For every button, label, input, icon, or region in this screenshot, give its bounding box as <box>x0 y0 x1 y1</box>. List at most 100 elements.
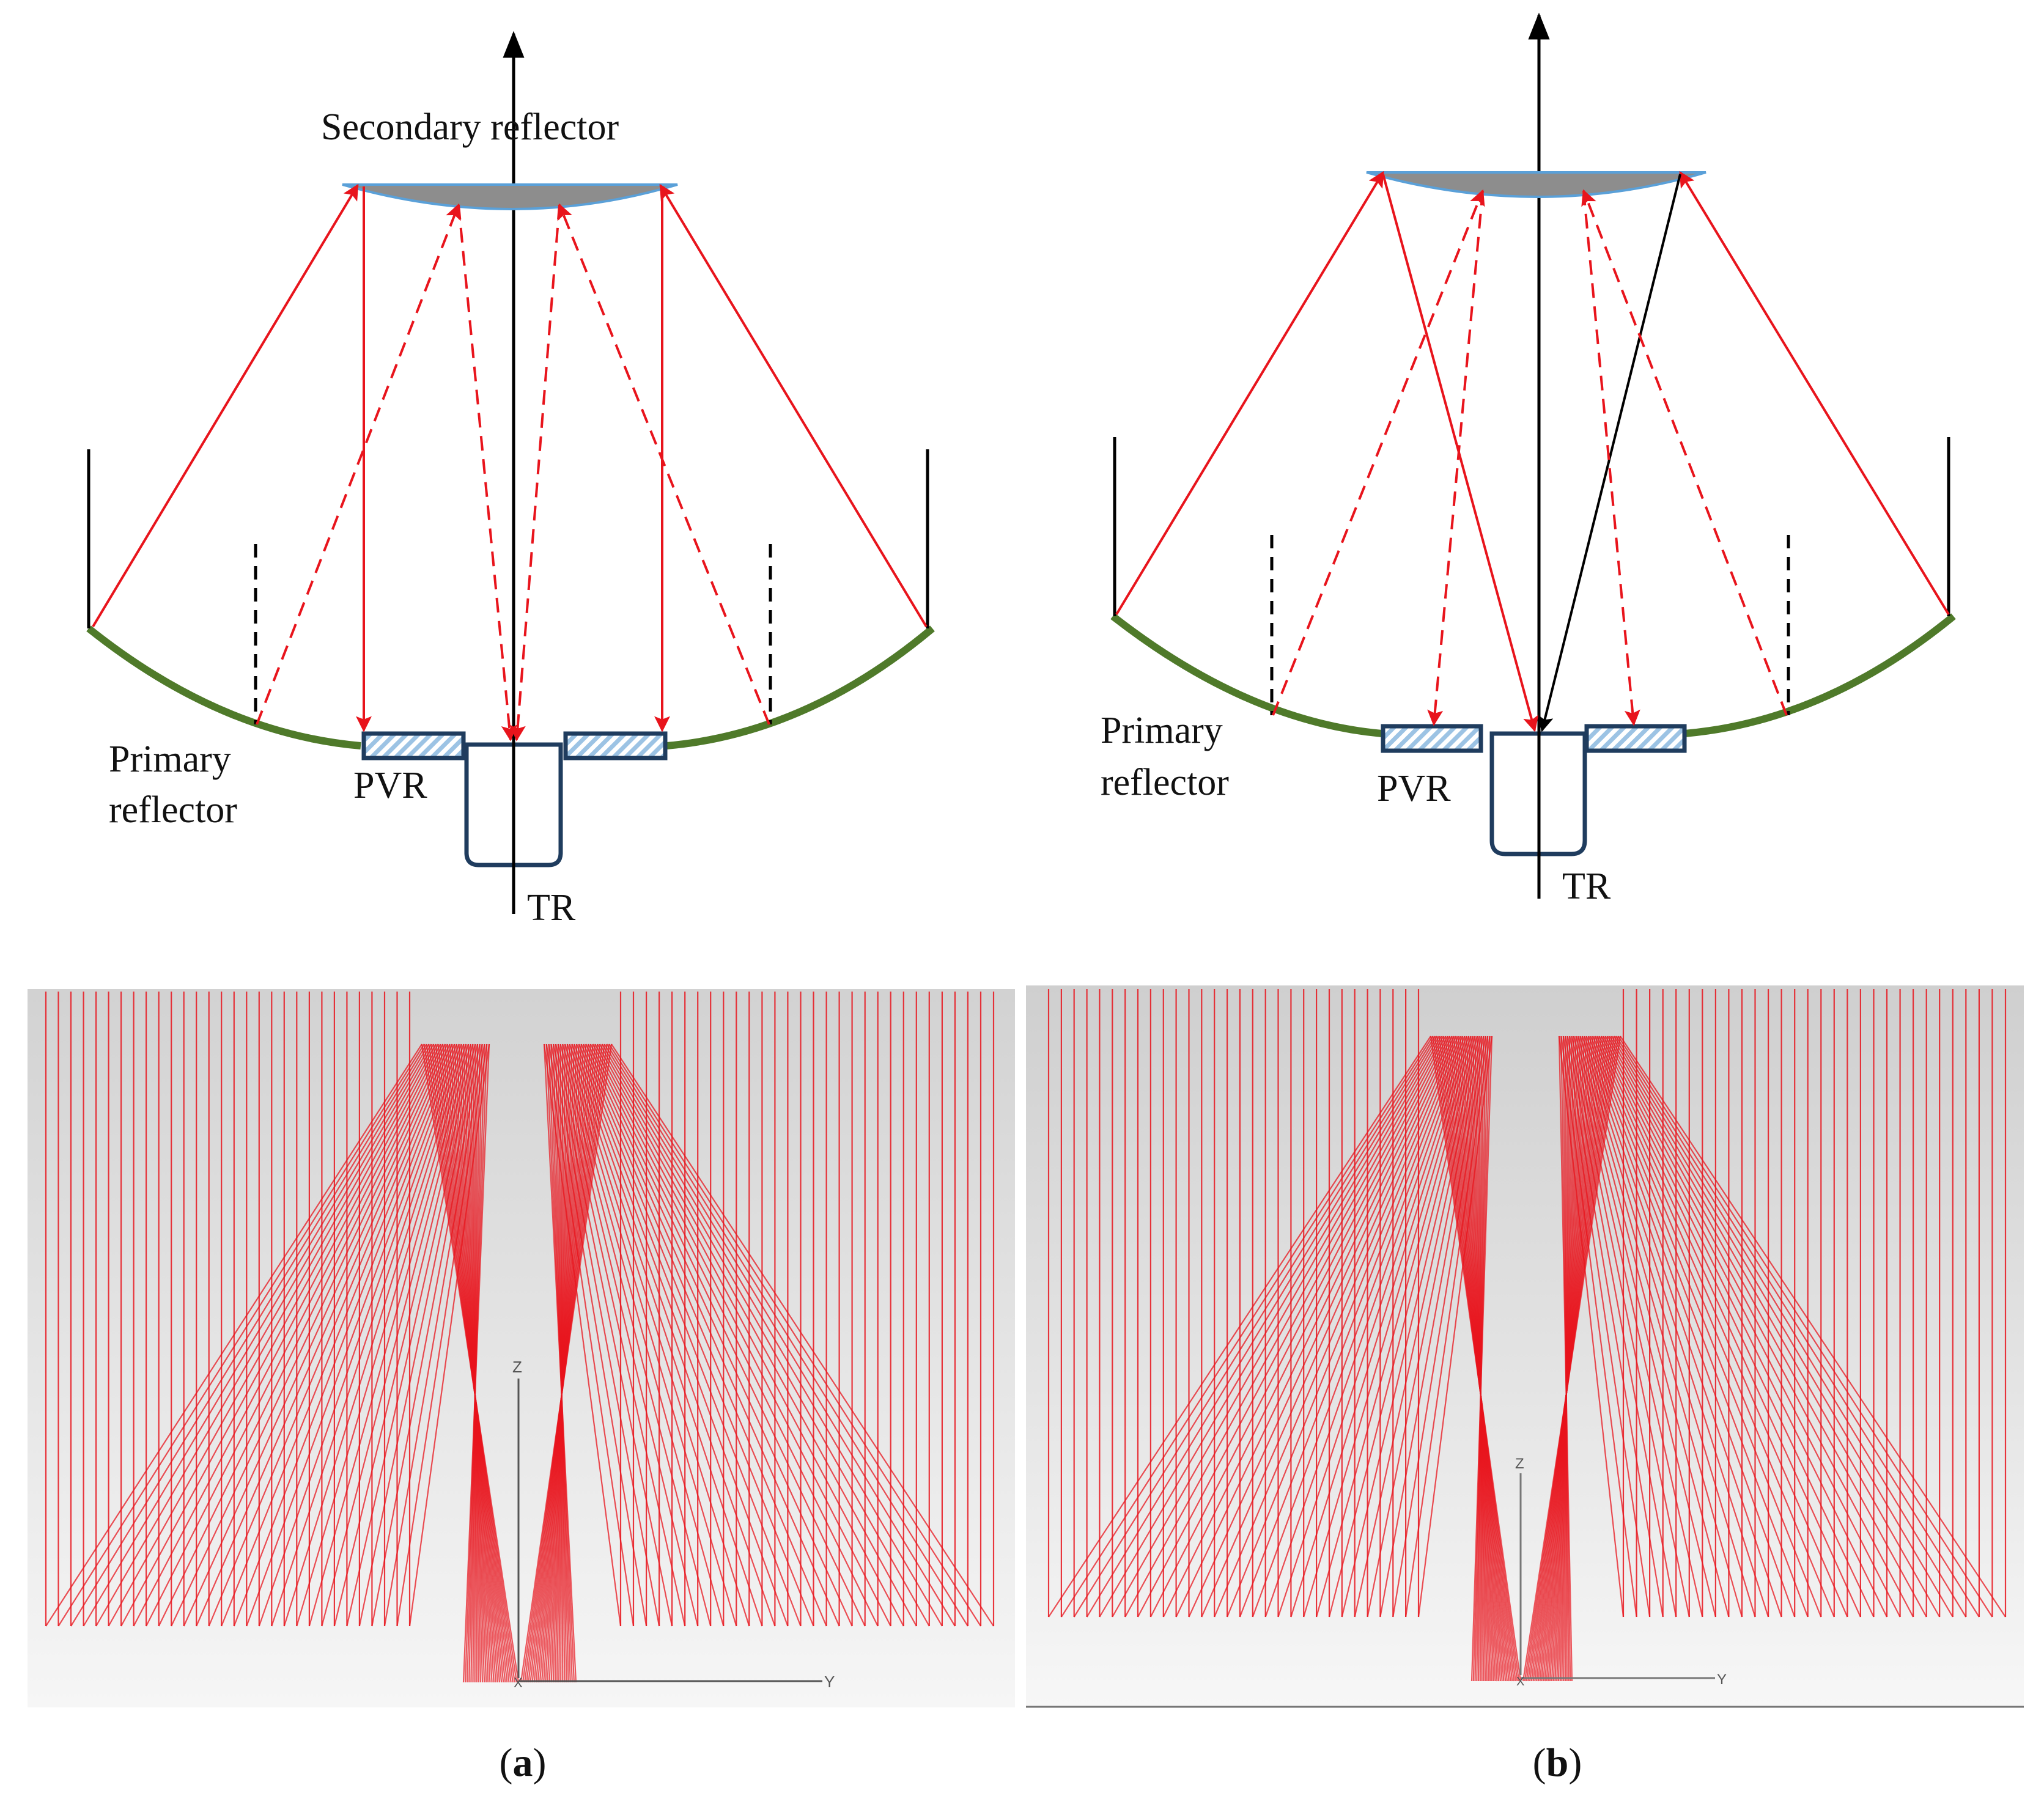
label-secondary-reflector: Secondary reflector <box>321 106 619 148</box>
sim-background-a <box>28 989 1015 1707</box>
caption-a: (a) <box>500 1740 547 1785</box>
rays-dashed-b <box>1272 189 1788 726</box>
sim-ray-reflected <box>1149 1036 1448 1618</box>
sim-axis-z-a: Z <box>512 1358 522 1376</box>
sim-ray-reflected <box>1573 1036 1716 1618</box>
sim-ray-reflected <box>158 1044 444 1627</box>
sim-ray-reflected <box>333 1044 476 1627</box>
sim-ray-reflected <box>371 1044 483 1627</box>
sim-ray-reflected <box>171 1044 446 1627</box>
sim-ray-reflected <box>580 1044 827 1627</box>
sim-ray-reflected <box>1577 1036 1743 1618</box>
sim-rays-a <box>45 992 995 1683</box>
sim-ray-reflected <box>1341 1036 1480 1618</box>
sim-ray-reflected <box>588 1044 866 1627</box>
sim-ray-reflected <box>543 1044 622 1627</box>
sim-ray-reflected <box>1239 1036 1463 1618</box>
primary-reflector-left-a <box>86 625 361 749</box>
sim-ray-reflected <box>1579 1036 1756 1618</box>
sim-ray-reflected <box>1277 1036 1470 1618</box>
sim-ray-reflected <box>1303 1036 1474 1618</box>
sim-ray-reflected <box>564 1044 737 1627</box>
sim-ray-reflected <box>95 1044 432 1627</box>
sim-ray-reflected <box>1328 1036 1478 1618</box>
sim-ray-reflected <box>1417 1036 1493 1618</box>
sim-ray-reflected <box>1392 1036 1489 1618</box>
label-primary-line2-b: reflector <box>1101 762 1229 803</box>
sim-ray-focused <box>1470 1036 1493 1682</box>
sim-ray-reflected <box>383 1044 485 1627</box>
sim-ray-reflected <box>548 1044 648 1627</box>
sim-ray-reflected <box>1566 1036 1677 1618</box>
sim-ray-reflected <box>1379 1036 1486 1618</box>
sim-rays-b <box>1047 989 2007 1682</box>
sim-ray-reflected <box>1601 1036 1887 1618</box>
sim-ray-reflected <box>603 1044 956 1627</box>
sim-ray-reflected <box>70 1044 427 1627</box>
sim-ray-reflected <box>592 1044 891 1627</box>
sim-ray-reflected <box>574 1044 789 1627</box>
label-primary-line2-a: reflector <box>109 789 237 831</box>
sim-ray-reflected <box>1592 1036 1835 1618</box>
sim-ray-reflected <box>1617 1036 1993 1618</box>
panel-a-schematic: Secondary reflector Primary reflector PV… <box>86 31 935 929</box>
sim-axis-y-a: Y <box>824 1673 835 1691</box>
sim-ray-reflected <box>1611 1036 1954 1618</box>
sim-axis-y-b: Y <box>1717 1671 1727 1688</box>
sim-ray-reflected <box>608 1044 981 1627</box>
sim-ray-reflected <box>566 1044 750 1627</box>
sim-ray-reflected <box>296 1044 469 1627</box>
sim-ray-reflected <box>208 1044 453 1627</box>
sim-ray-reflected <box>1562 1036 1651 1618</box>
sim-ray-reflected <box>585 1044 853 1627</box>
sim-ray-reflected <box>1575 1036 1730 1618</box>
sim-ray-reflected <box>271 1044 465 1627</box>
sim-ray-reflected <box>1588 1036 1809 1618</box>
sim-ray-reflected <box>1124 1036 1444 1618</box>
sim-ray-reflected <box>1073 1036 1436 1618</box>
sim-ray-focused <box>543 1044 577 1683</box>
sim-ray-reflected <box>1613 1036 1967 1618</box>
sim-ray-reflected <box>408 1044 490 1627</box>
sim-ray-reflected <box>346 1044 479 1627</box>
panel-b-simulation: Z Y X <box>1026 985 2024 1708</box>
sim-axes-a <box>517 1379 822 1682</box>
sim-ray-reflected <box>246 1044 460 1627</box>
sim-ray-reflected <box>557 1044 699 1627</box>
sim-axis-z-b: Z <box>1515 1456 1524 1472</box>
panel-b-schematic: Primary reflector PVR TR <box>1101 12 1956 907</box>
sim-ray-reflected <box>550 1044 660 1627</box>
sim-ray-reflected <box>589 1044 879 1627</box>
secondary-reflector-b <box>1366 171 1706 198</box>
sim-ray-reflected <box>597 1044 917 1627</box>
sim-ray-reflected <box>583 1044 840 1627</box>
sim-ray-reflected <box>1316 1036 1476 1618</box>
sim-ray-reflected <box>1060 1036 1434 1618</box>
sim-ray-reflected <box>562 1044 725 1627</box>
sim-ray-reflected <box>1367 1036 1485 1618</box>
rays-solid-b <box>1115 171 1950 732</box>
sim-ray-reflected <box>1620 1036 2006 1618</box>
sim-ray-reflected <box>1252 1036 1466 1618</box>
sim-ray-reflected <box>1214 1036 1459 1618</box>
ray-black-b <box>1538 174 1681 732</box>
sim-ray-reflected <box>358 1044 481 1627</box>
panel-a-simulation: Z Y X <box>28 989 1015 1707</box>
label-tr-a: TR <box>527 887 576 929</box>
sim-axis-x-a: X <box>514 1675 523 1690</box>
primary-reflector-right-a <box>666 625 935 749</box>
sim-ray-reflected <box>146 1044 441 1627</box>
pvr-right-b <box>1584 724 1687 753</box>
pvr-right-a <box>563 731 668 760</box>
rays-dashed-a <box>256 203 770 742</box>
primary-reflector-left-b <box>1110 613 1382 737</box>
sim-ray-reflected <box>258 1044 462 1627</box>
sim-ray-reflected <box>196 1044 451 1627</box>
sim-ray-reflected <box>1590 1036 1822 1618</box>
sim-ray-reflected <box>571 1044 776 1627</box>
sim-ray-reflected <box>569 1044 763 1627</box>
sim-ray-reflected <box>599 1044 930 1627</box>
sim-ray-reflected <box>1162 1036 1450 1618</box>
sim-ray-reflected <box>1112 1036 1442 1618</box>
sim-ray-reflected <box>183 1044 448 1627</box>
